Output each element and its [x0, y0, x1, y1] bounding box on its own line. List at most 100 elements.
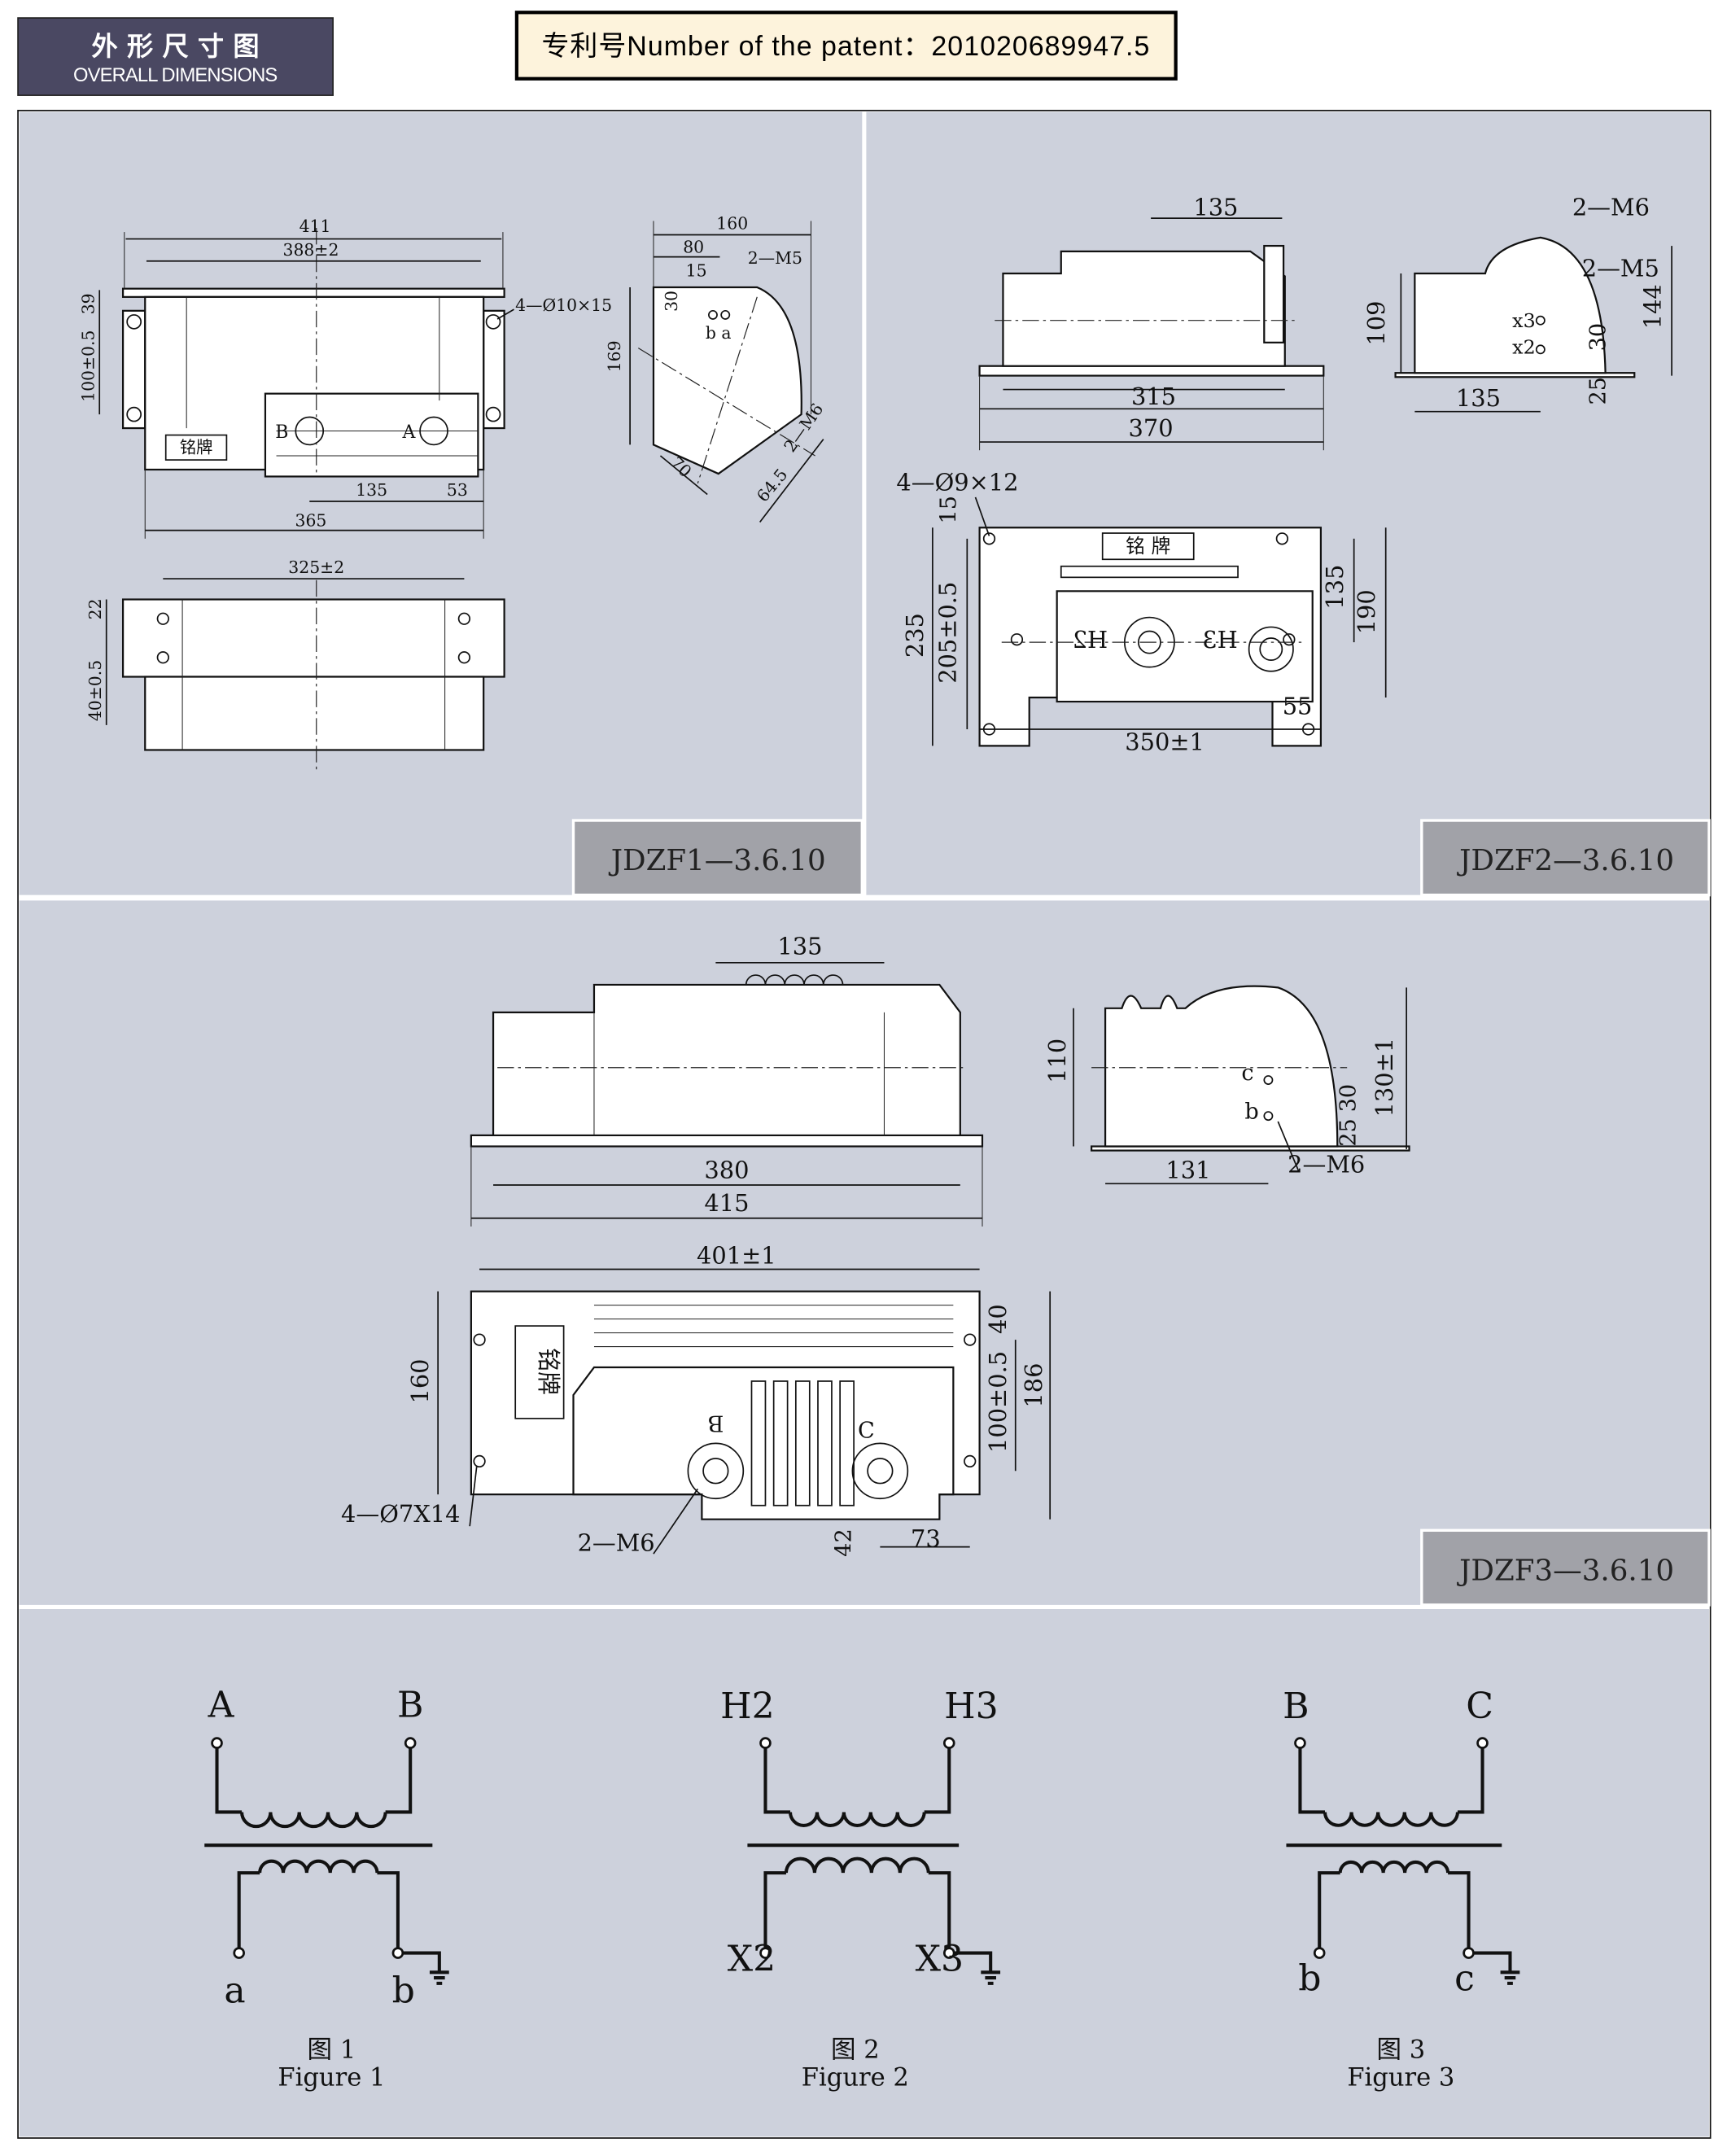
svg-text:2—M6: 2—M6	[1572, 194, 1650, 221]
svg-text:B: B	[275, 422, 288, 443]
primary-coil	[240, 1812, 387, 1829]
svg-text:169: 169	[605, 340, 624, 372]
terminal-icon	[1476, 1737, 1489, 1749]
svg-text:H3: H3	[1202, 626, 1238, 654]
svg-text:135: 135	[356, 480, 387, 500]
svg-text:135: 135	[777, 933, 822, 960]
ground-icon	[953, 1951, 1001, 1985]
svg-text:350±1: 350±1	[1125, 728, 1205, 755]
svg-text:135: 135	[1321, 565, 1349, 610]
svg-text:40±0.5: 40±0.5	[85, 660, 105, 721]
svg-text:411: 411	[299, 216, 331, 236]
terminal-label: c	[1454, 1957, 1475, 1999]
svg-text:110: 110	[1043, 1039, 1071, 1083]
svg-text:42: 42	[832, 1528, 857, 1557]
svg-text:186: 186	[1020, 1363, 1047, 1408]
svg-text:235: 235	[901, 613, 929, 658]
jdzf1-bottom-view	[105, 578, 505, 771]
secondary-winding-lead	[1448, 1871, 1471, 1948]
svg-text:铭牌: 铭牌	[180, 438, 213, 457]
svg-text:B: B	[707, 1410, 724, 1435]
terminal-icon	[759, 1947, 772, 1959]
svg-text:15: 15	[937, 496, 962, 524]
secondary-winding-lead	[928, 1871, 951, 1948]
figure-caption-cn: 图 1	[308, 2036, 356, 2065]
figure-caption-en: Figure 1	[278, 2063, 385, 2092]
terminal-label: X3	[916, 1939, 964, 1980]
figure-caption-en: Figure 2	[802, 2063, 909, 2092]
svg-text:80: 80	[683, 238, 704, 257]
terminal-label: A	[208, 1684, 235, 1725]
svg-text:c: c	[1241, 1061, 1253, 1086]
svg-text:JDZF1—3.6.10: JDZF1—3.6.10	[609, 844, 826, 877]
terminal-icon	[942, 1737, 955, 1749]
jdzf3-plan-view	[437, 1268, 1052, 1555]
svg-text:388±2: 388±2	[283, 240, 339, 260]
panel-jdzf2	[866, 112, 1709, 895]
terminal-icon	[759, 1737, 772, 1749]
terminal-icon	[1313, 1947, 1326, 1959]
patent-box: 专利号Number of the patent：201020689947.5	[514, 11, 1178, 81]
svg-text:铭牌: 铭牌	[535, 1348, 562, 1395]
panel-jdzf1	[19, 112, 863, 895]
ground-icon	[402, 1951, 449, 1985]
svg-text:30: 30	[662, 291, 681, 312]
svg-text:160: 160	[406, 1358, 434, 1403]
model-label-2: JDZF2—3.6.10	[1420, 819, 1711, 897]
terminal-label: X2	[728, 1939, 776, 1980]
terminal-label: a	[224, 1970, 245, 2012]
jdzf3-dimension-labels: 135 110 c b 30 130±1 25 380 415 131 2—M6…	[341, 933, 1398, 1557]
secondary-winding-lead	[1318, 1871, 1340, 1948]
secondary-coil	[258, 1859, 379, 1874]
svg-text:30: 30	[1586, 323, 1611, 352]
svg-text:22: 22	[85, 598, 105, 619]
svg-text:A: A	[402, 422, 417, 443]
primary-winding-lead	[1298, 1743, 1325, 1814]
svg-text:40: 40	[984, 1304, 1012, 1334]
svg-text:b: b	[1244, 1100, 1258, 1125]
jdzf2-dimension-labels: 135 2—M6 2—M5 109 x3 x2 30 144 25 315 37…	[896, 194, 1666, 756]
terminal-label: H2	[720, 1686, 775, 1727]
title-en: OVERALL DIMENSIONS	[73, 64, 278, 86]
svg-text:JDZF3—3.6.10: JDZF3—3.6.10	[1457, 1554, 1674, 1587]
svg-text:109: 109	[1362, 301, 1390, 346]
jdzf2-plan-view	[932, 496, 1387, 747]
jdzf1-side-view	[629, 221, 824, 523]
figure-caption-en: Figure 3	[1347, 2063, 1454, 2092]
svg-text:73: 73	[911, 1525, 941, 1553]
primary-winding-lead	[924, 1743, 951, 1814]
model-label-3: JDZF3—3.6.10	[1420, 1528, 1711, 1607]
model-label-1: JDZF1—3.6.10	[571, 819, 864, 897]
terminal-label: B	[397, 1684, 423, 1725]
svg-text:H2: H2	[1073, 626, 1108, 654]
svg-text:53: 53	[447, 480, 468, 500]
svg-text:100±0.5: 100±0.5	[984, 1351, 1012, 1453]
primary-coil	[1323, 1812, 1460, 1827]
svg-text:15: 15	[686, 260, 707, 280]
ground-icon	[1472, 1951, 1520, 1985]
svg-text:370: 370	[1129, 414, 1174, 442]
terminal-label: b	[1298, 1957, 1321, 1999]
terminal-icon	[211, 1737, 223, 1749]
figure-caption-cn: 图 2	[831, 2036, 880, 2065]
svg-text:160: 160	[716, 214, 748, 234]
svg-text:b a: b a	[706, 323, 732, 343]
terminal-label: C	[1466, 1686, 1493, 1727]
svg-text:365: 365	[295, 511, 327, 531]
svg-text:325±2: 325±2	[288, 558, 344, 577]
svg-text:25: 25	[1336, 1118, 1361, 1147]
svg-text:25: 25	[1586, 377, 1611, 405]
svg-text:2—M6: 2—M6	[578, 1529, 655, 1557]
figure-caption-cn: 图 3	[1377, 2036, 1426, 2065]
primary-winding-lead	[385, 1743, 413, 1814]
svg-text:JDZF2—3.6.10: JDZF2—3.6.10	[1457, 844, 1674, 877]
svg-text:130±1: 130±1	[1371, 1038, 1398, 1117]
svg-text:131: 131	[1165, 1157, 1210, 1184]
terminal-icon	[233, 1947, 245, 1959]
svg-text:135: 135	[1456, 384, 1501, 412]
jdzf3-front-view	[470, 961, 984, 1227]
